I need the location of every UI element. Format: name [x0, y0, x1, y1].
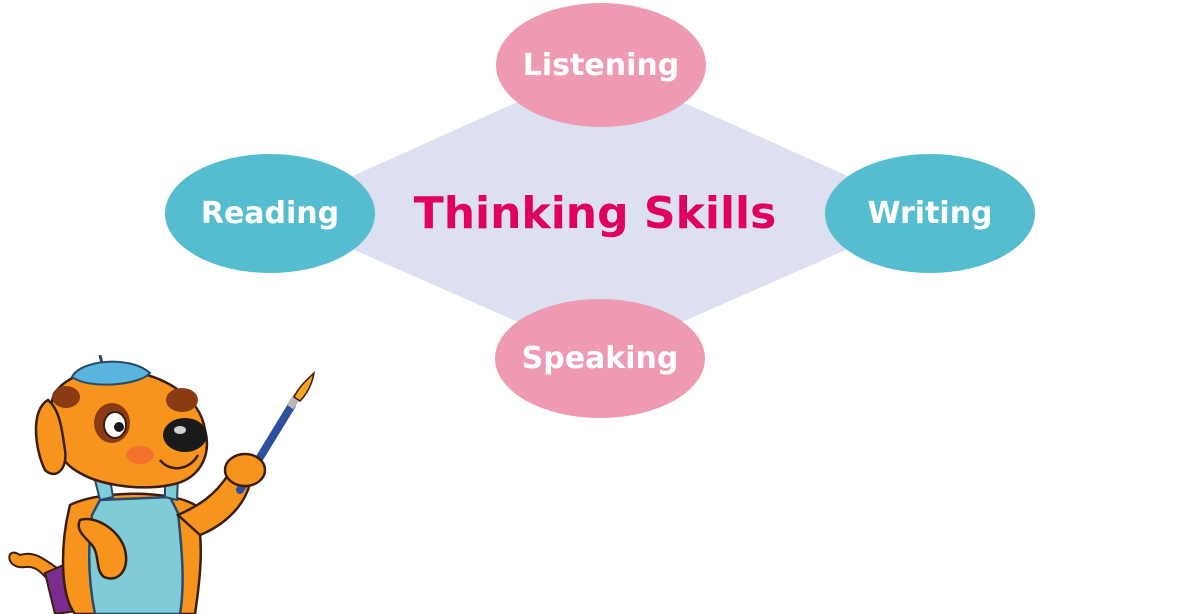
center-title: Thinking Skills [413, 187, 777, 239]
node-speaking: Speaking [495, 299, 705, 418]
node-writing: Writing [825, 154, 1035, 273]
painter-dog-icon [8, 355, 316, 614]
node-speaking-label: Speaking [521, 341, 679, 376]
node-reading-label: Reading [200, 196, 340, 231]
node-listening-label: Listening [522, 47, 680, 83]
node-listening: Listening [496, 3, 706, 127]
diamond-shape [270, 65, 930, 358]
node-reading: Reading [165, 154, 375, 273]
node-writing-label: Writing [867, 196, 993, 231]
